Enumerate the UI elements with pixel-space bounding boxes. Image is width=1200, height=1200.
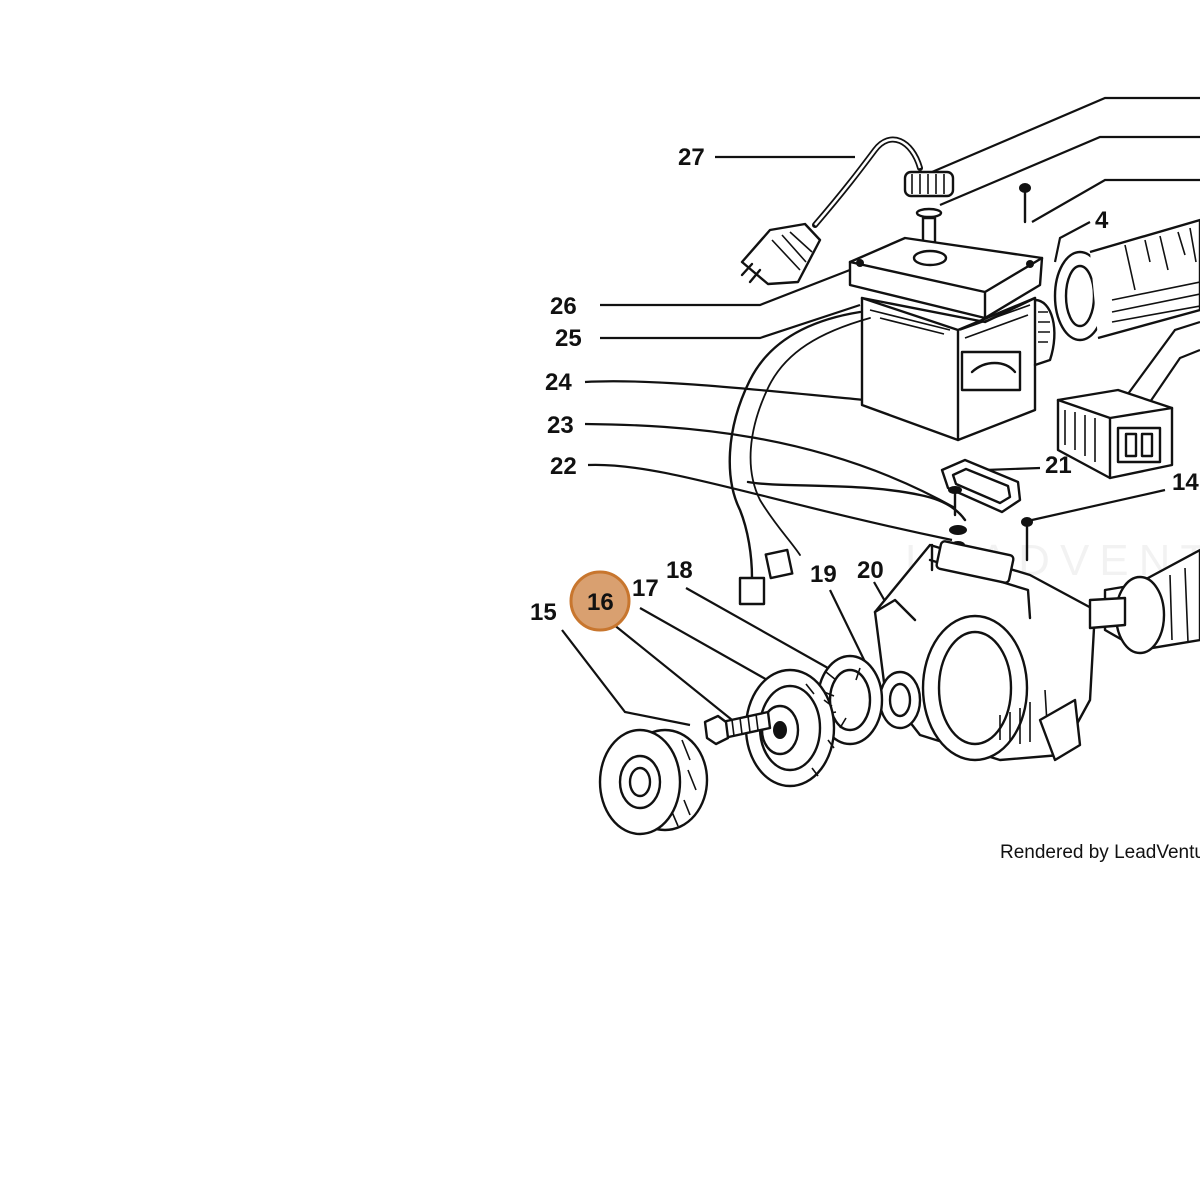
part-motor-rotor [1088, 548, 1200, 655]
callout-14[interactable]: 14 [1172, 469, 1199, 496]
part-15-pulley [598, 728, 709, 836]
callout-27[interactable]: 27 [678, 144, 705, 171]
part-14-screw [1021, 517, 1033, 562]
part-19-bearing [878, 670, 922, 730]
part-4-motor-tube [1053, 218, 1200, 342]
leader-line-4 [1053, 221, 1091, 263]
callout-21[interactable]: 21 [1045, 452, 1072, 479]
part-27-cable-assembly [740, 136, 923, 286]
leader-line-18 [685, 587, 836, 673]
part-17-pulley-hub [744, 668, 836, 788]
callout-24[interactable]: 24 [545, 369, 572, 396]
leader-line-14 [1031, 488, 1166, 522]
leader-line-15 [561, 629, 691, 727]
callout-16[interactable]: 16 [587, 589, 614, 616]
leader-line-19 [829, 589, 869, 669]
leader-line-21 [984, 466, 1041, 472]
part-26-cover-plate [848, 236, 1044, 320]
part-25-control-box [860, 296, 1056, 442]
callout-19[interactable]: 19 [810, 561, 837, 588]
leader-line-17 [639, 607, 786, 691]
leader-line-24 [584, 380, 866, 402]
callout-16-highlight[interactable] [569, 570, 631, 632]
callout-17[interactable]: 17 [632, 575, 659, 602]
leader-line-22 [587, 463, 953, 542]
part-16-bolt [703, 710, 772, 746]
leader-line-right-2 [1149, 348, 1200, 403]
leader-line-top-2 [939, 135, 1200, 207]
leader-line-23 [584, 422, 956, 509]
callout-25[interactable]: 25 [555, 325, 582, 352]
leader-line-top-3 [1031, 178, 1200, 223]
callout-18[interactable]: 18 [666, 557, 693, 584]
part-relay-block [1056, 388, 1174, 480]
leader-line-16 [607, 619, 743, 729]
callout-23[interactable]: 23 [547, 412, 574, 439]
rendered-by-credit: Rendered by LeadVentur [1000, 842, 1200, 863]
callout-26[interactable]: 26 [550, 293, 577, 320]
part-20-motor-housing [873, 540, 1097, 762]
leader-line-26 [600, 266, 856, 307]
leader-line-25 [600, 303, 861, 340]
leader-line-top-1 [931, 96, 1200, 174]
callout-22[interactable]: 22 [550, 453, 577, 480]
part-21-gasket [940, 458, 1022, 514]
callout-20[interactable]: 20 [857, 557, 884, 584]
part-screw-top [1019, 183, 1031, 224]
callout-15[interactable]: 15 [530, 599, 557, 626]
leader-line-right-1 [1124, 320, 1200, 399]
callout-labels: 27 26 25 24 23 22 21 4 14 15 16 17 18 19… [530, 144, 1199, 626]
part-24-wire-harness [728, 310, 967, 606]
callout-4[interactable]: 4 [1095, 207, 1109, 234]
